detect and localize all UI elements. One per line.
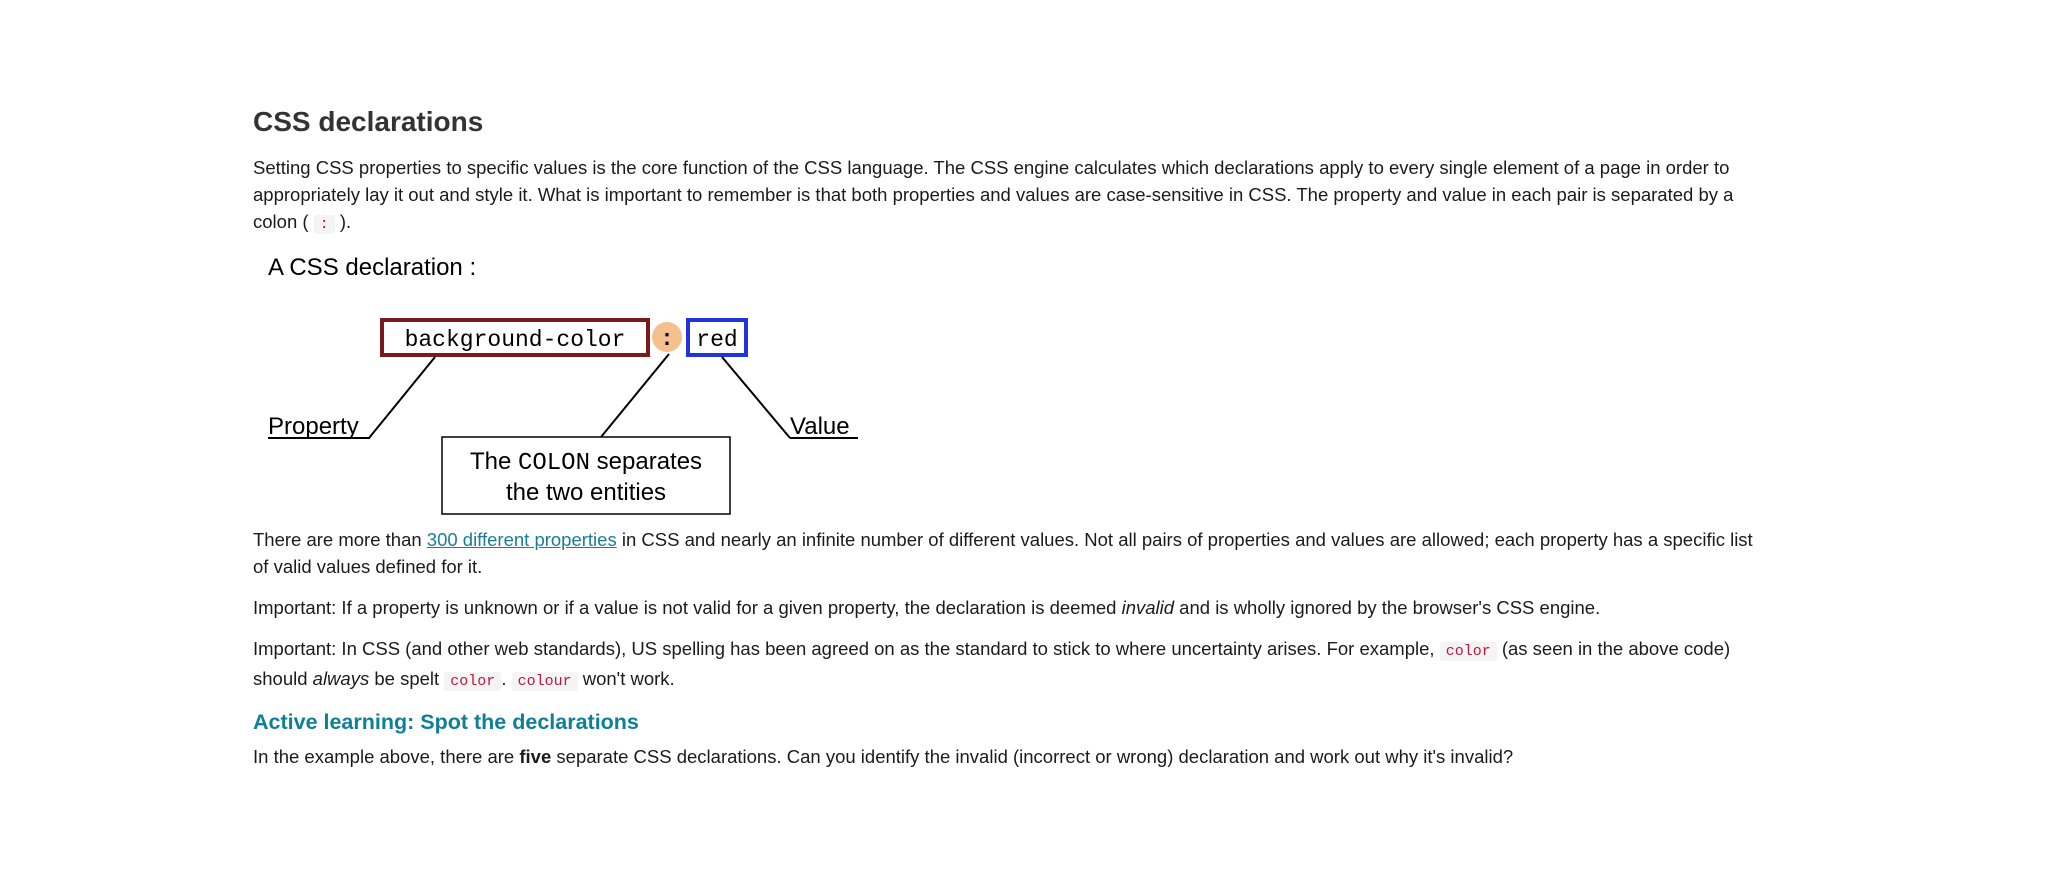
- active-text-end: separate CSS declarations. Can you ident…: [551, 746, 1514, 767]
- css-declaration-diagram: A CSS declaration : background-color : r…: [253, 250, 893, 518]
- callout-prefix: The: [470, 448, 518, 475]
- property-code: background-color: [405, 327, 626, 353]
- colon-connector: [600, 353, 670, 438]
- properties-text: There are more than: [253, 529, 427, 550]
- property-box: [380, 318, 650, 357]
- important2-text-mid1: (as seen in the above code) should: [253, 638, 1731, 689]
- active-learning-heading: Active learning: Spot the declarations: [253, 710, 639, 734]
- properties-link[interactable]: 300 different properties: [426, 529, 617, 550]
- value-code: red: [696, 327, 737, 353]
- intro-text-end: ).: [339, 211, 352, 232]
- colon-callout-box: [441, 436, 731, 515]
- active-bold: five: [519, 746, 552, 767]
- callout-line-1: The COLON separates: [470, 448, 702, 477]
- value-box: [686, 318, 748, 357]
- important2-text: Important: In CSS (and other web standar…: [253, 638, 1440, 659]
- section-heading: CSS declarations: [253, 106, 484, 137]
- properties-paragraph: There are more than 300 different proper…: [253, 526, 1763, 580]
- intro-text: Setting CSS properties to specific value…: [253, 157, 1734, 232]
- callout-line-2: the two entities: [506, 479, 666, 506]
- active-learning-paragraph: In the example above, there are five sep…: [253, 743, 1763, 770]
- property-connector: [368, 356, 436, 439]
- color-code-1: color: [1439, 642, 1497, 661]
- important-note-spelling: Important: In CSS (and other web standar…: [253, 635, 1763, 695]
- property-label: Property: [268, 413, 359, 440]
- important2-italic: always: [312, 668, 370, 689]
- value-label: Value: [790, 413, 850, 440]
- colour-code: colour: [511, 672, 578, 691]
- color-code-2: color: [444, 672, 502, 691]
- diagram-svg: A CSS declaration : background-color : r…: [268, 254, 858, 515]
- callout-colon-code: COLON: [518, 450, 590, 477]
- important2-text-mid2: be spelt: [369, 668, 445, 689]
- important1-text: Important: If a property is unknown or i…: [253, 597, 1122, 618]
- important2-text-mid3: .: [501, 668, 512, 689]
- colon-circle: [652, 322, 682, 352]
- important1-text-end: and is wholly ignored by the browser's C…: [1174, 597, 1601, 618]
- properties-text-end: in CSS and nearly an infinite number of …: [253, 529, 1753, 577]
- important1-italic: invalid: [1121, 597, 1175, 618]
- diagram-title: A CSS declaration :: [268, 254, 476, 281]
- colon-symbol: :: [660, 327, 673, 352]
- article: CSS declarations Setting CSS properties …: [253, 98, 1763, 770]
- colon-code: :: [313, 215, 335, 234]
- value-connector: [721, 356, 791, 439]
- important2-text-end: won't work.: [577, 668, 675, 689]
- important-note-invalid: Important: If a property is unknown or i…: [253, 594, 1763, 621]
- intro-paragraph: Setting CSS properties to specific value…: [253, 154, 1763, 238]
- callout-suffix: separates: [590, 448, 702, 475]
- active-text: In the example above, there are: [253, 746, 520, 767]
